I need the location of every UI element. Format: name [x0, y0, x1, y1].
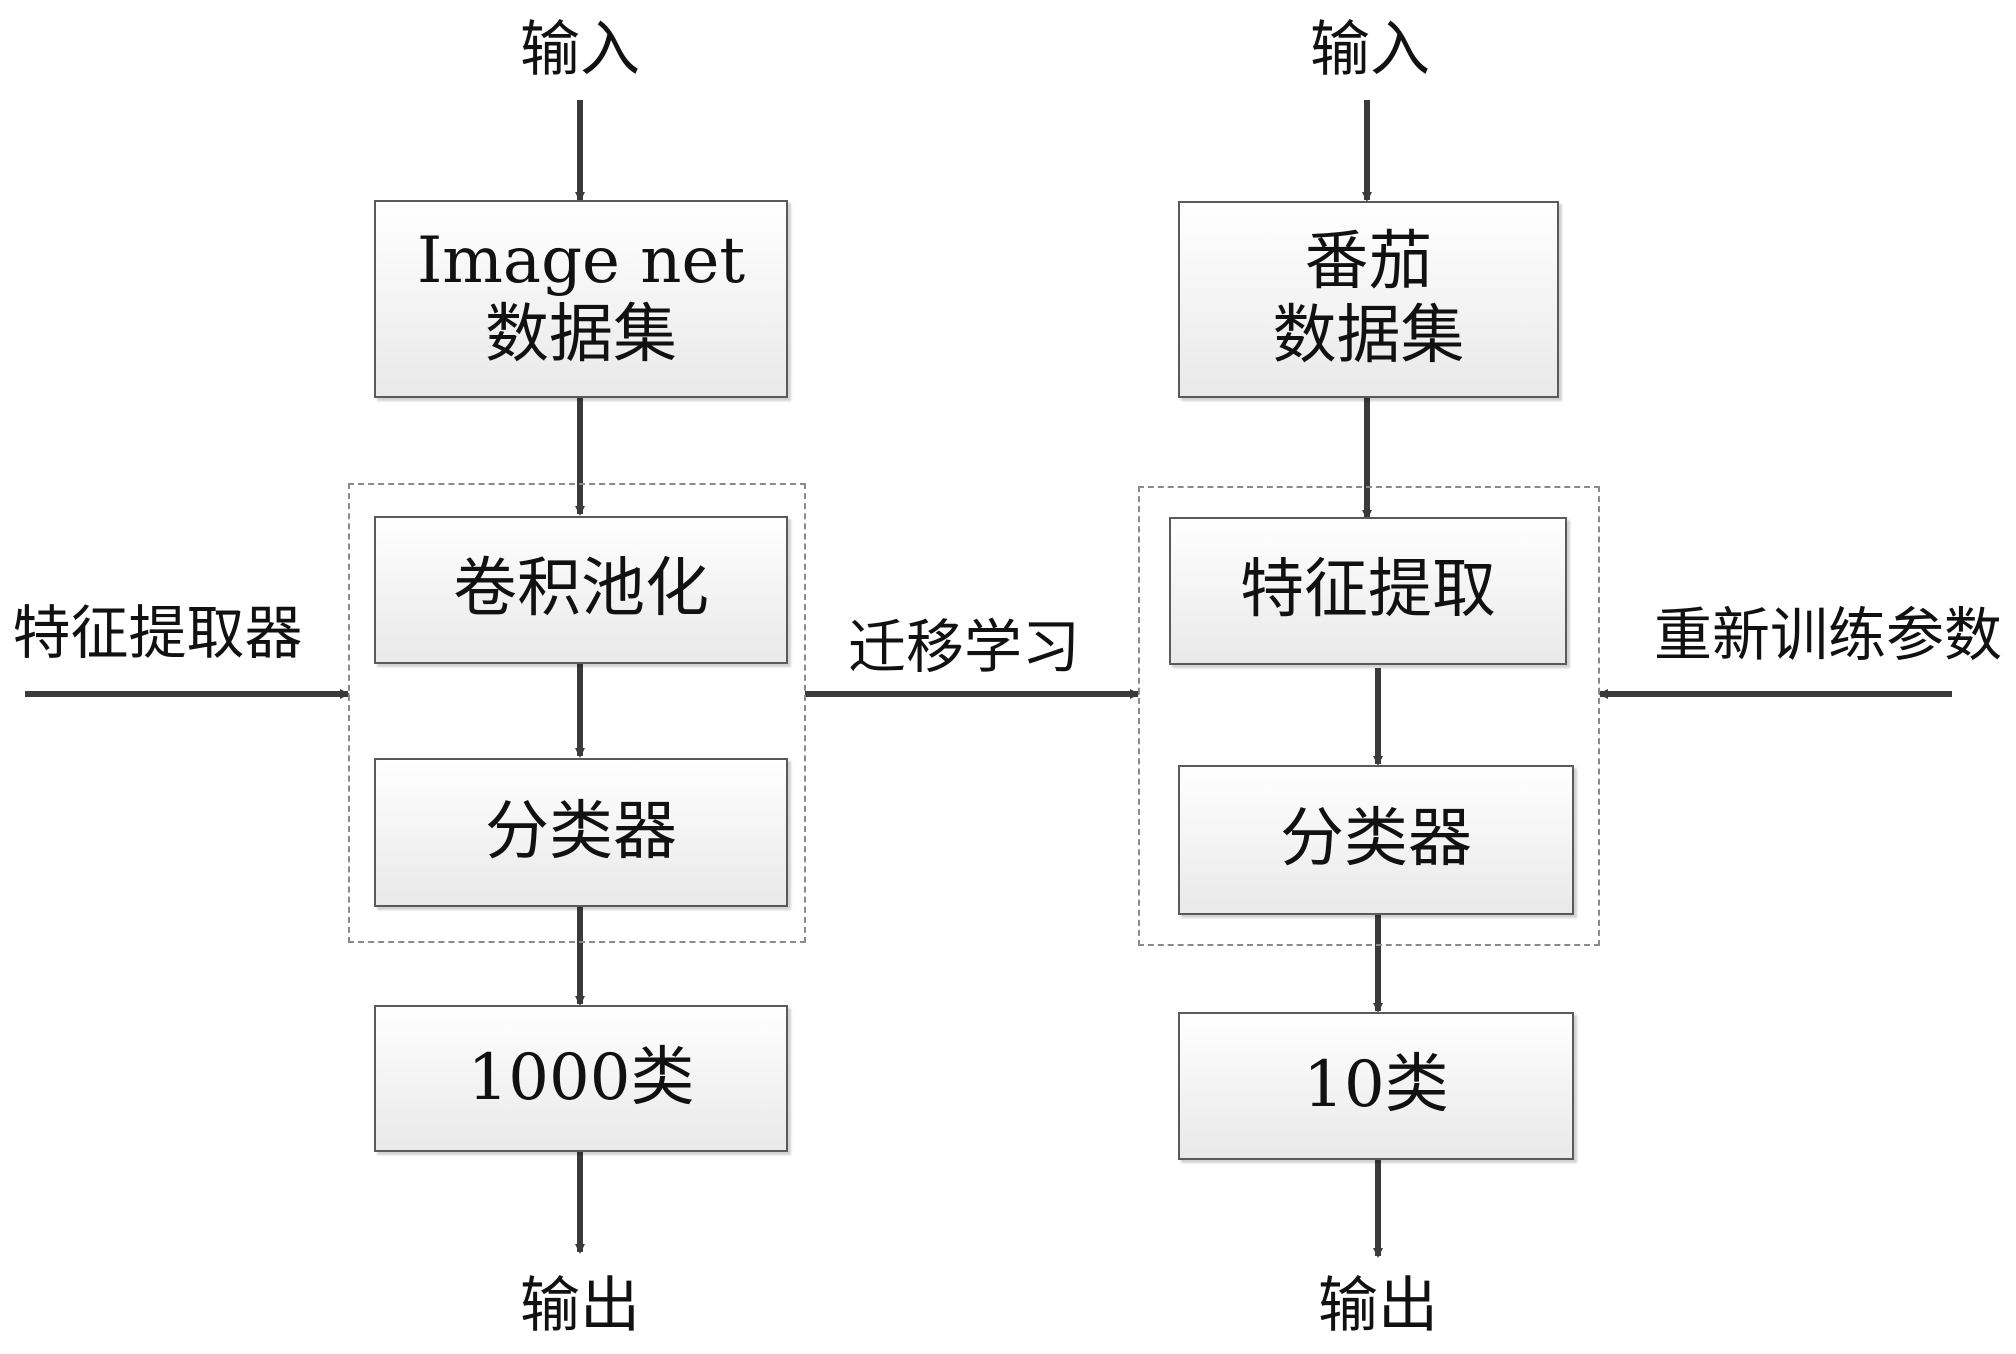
- conv-pool-box: 卷积池化: [374, 516, 788, 664]
- right-output-label: 输出: [1318, 1271, 1438, 1341]
- left-classifier-box: 分类器: [374, 758, 788, 907]
- retrain-params-label: 重新训练参数: [1653, 601, 2002, 669]
- left-output-label: 输出: [520, 1271, 640, 1341]
- right-result-box: 10类: [1178, 1012, 1574, 1160]
- conv-pool-label: 卷积池化: [453, 552, 709, 627]
- transfer-learning-label: 迁移学习: [847, 613, 1080, 681]
- right-dataset-box: 番茄 数据集: [1178, 201, 1559, 398]
- feature-extraction-box: 特征提取: [1169, 517, 1567, 665]
- left-result-label: 1000类: [467, 1040, 695, 1115]
- right-classifier-box: 分类器: [1178, 765, 1574, 915]
- left-dataset-name: Image net: [416, 224, 746, 299]
- left-model-group: [348, 483, 806, 943]
- left-input-label: 输入: [520, 15, 640, 85]
- left-dataset-box: Image net 数据集: [374, 200, 788, 398]
- right-classifier-label: 分类器: [1280, 802, 1472, 877]
- left-result-box: 1000类: [374, 1005, 788, 1152]
- right-dataset-suffix: 数据集: [1272, 298, 1465, 373]
- right-model-group: [1138, 486, 1600, 946]
- feature-extraction-label: 特征提取: [1240, 553, 1496, 628]
- right-result-label: 10类: [1303, 1048, 1449, 1123]
- right-dataset-name: 番茄: [1304, 224, 1433, 299]
- feature-extractor-label: 特征提取器: [12, 599, 303, 667]
- right-input-label: 输入: [1310, 15, 1430, 85]
- left-dataset-suffix: 数据集: [485, 298, 677, 372]
- left-classifier-label: 分类器: [485, 794, 677, 869]
